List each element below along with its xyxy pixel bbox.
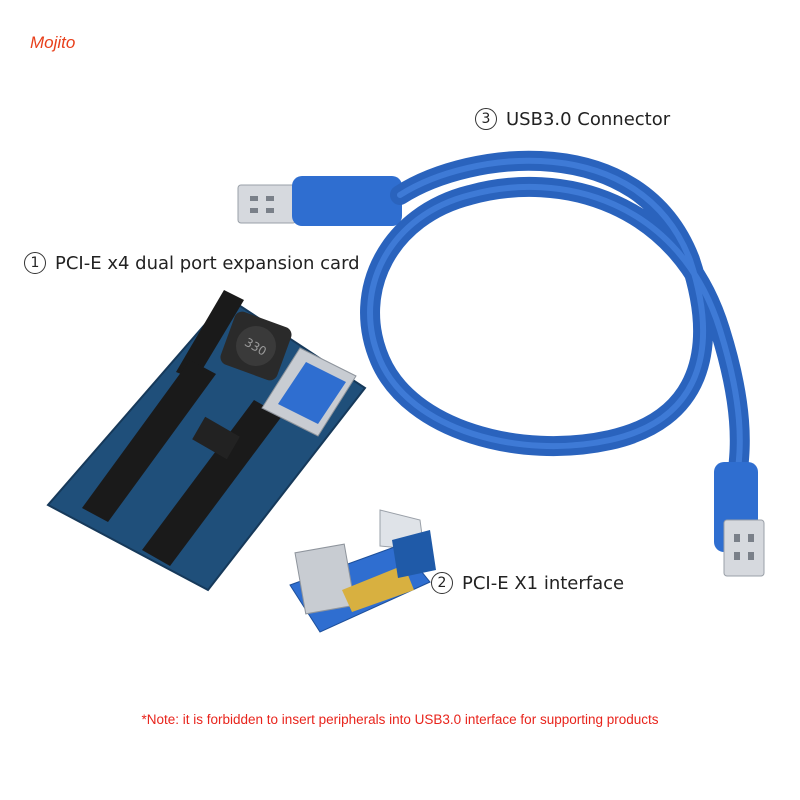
expansion-card: 330 — [46, 290, 367, 592]
gold-fingers — [342, 565, 414, 612]
pcie-slot-2 — [142, 400, 282, 566]
adapter-usb-socket — [294, 543, 356, 615]
label-text: PCI-E X1 interface — [462, 572, 625, 594]
pcie-x1-adapter — [289, 509, 436, 633]
label-number: 2 — [431, 572, 453, 594]
label-usb-connector: 3 USB3.0 Connector — [475, 108, 670, 130]
label-number: 3 — [475, 108, 497, 130]
usb-cable — [237, 150, 765, 577]
label-expansion-card: 1 PCI-E x4 dual port expansion card — [24, 252, 360, 274]
usb-plug-metal-top — [237, 184, 297, 224]
usb-plug-housing-top — [292, 176, 402, 226]
label-text: USB3.0 Connector — [506, 108, 671, 130]
label-x1-interface: 2 PCI-E X1 interface — [431, 572, 624, 594]
pcie-slot-1 — [82, 360, 216, 522]
label-text: PCI-E x4 dual port expansion card — [55, 252, 360, 274]
brand-logo: Mojito — [30, 33, 76, 52]
chip — [192, 416, 240, 460]
label-number: 1 — [24, 252, 46, 274]
warning-note: *Note: it is forbidden to insert periphe… — [141, 712, 659, 727]
usb-plug-metal-bottom — [723, 519, 765, 577]
